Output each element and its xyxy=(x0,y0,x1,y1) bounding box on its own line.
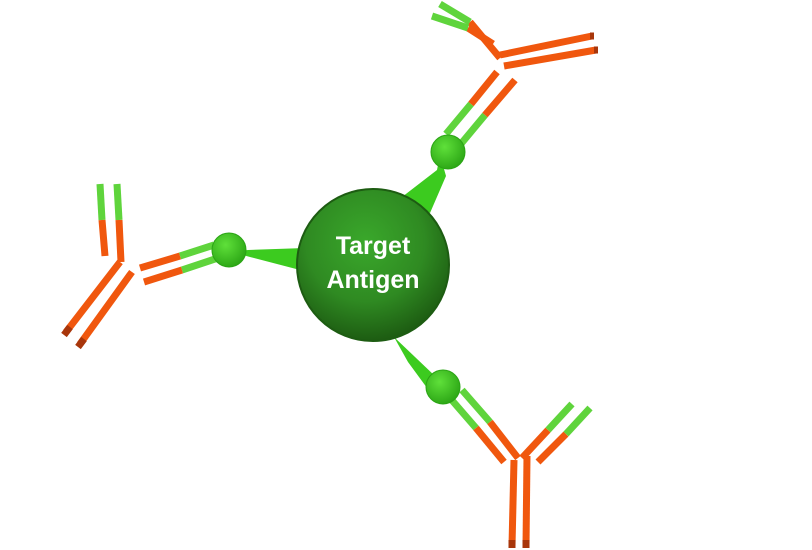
stalk-top-right xyxy=(402,155,446,213)
antibody-fc xyxy=(61,259,135,350)
antibody-left xyxy=(61,183,220,350)
antibody-top-right xyxy=(430,0,598,148)
antibody-stem xyxy=(138,241,220,286)
antibody-bottom-right xyxy=(447,387,593,548)
target-antigen: Target Antigen xyxy=(296,188,450,342)
antibody-stem xyxy=(447,387,521,465)
stalk-left xyxy=(232,248,305,270)
epitope-top-right xyxy=(430,134,466,170)
antibody-fc xyxy=(508,455,531,548)
epitope-bottom-right xyxy=(425,369,461,405)
epitopes xyxy=(211,134,466,405)
antibody-fc xyxy=(499,32,598,70)
antigen-circle xyxy=(296,188,450,342)
antigen-label-line2: Antigen xyxy=(326,266,419,294)
antibody-stem xyxy=(443,69,518,148)
antigen-label-line1: Target xyxy=(336,232,411,260)
epitope-left xyxy=(211,232,247,268)
antibody-fab-arm xyxy=(430,0,503,61)
antibody-fab-arm xyxy=(519,401,593,465)
antibody-fab-arm xyxy=(96,183,125,263)
